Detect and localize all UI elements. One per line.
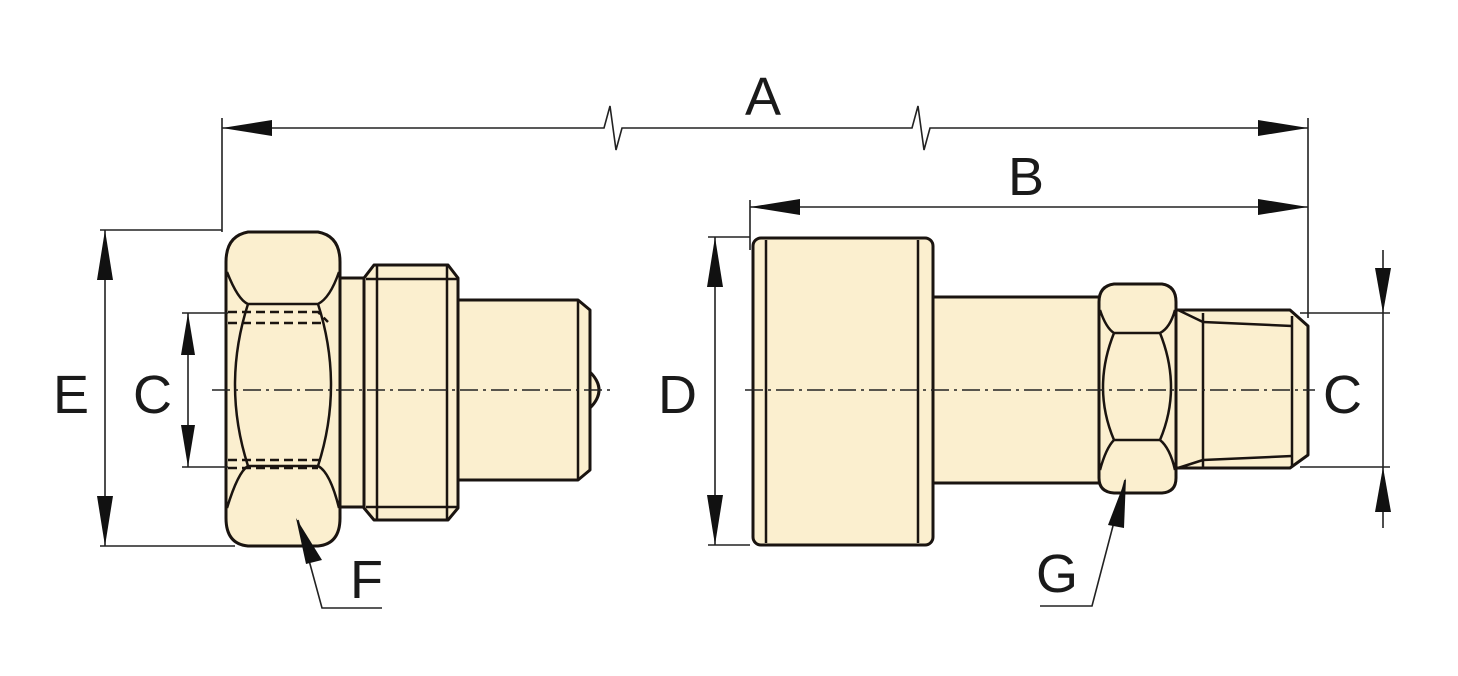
left-neck <box>336 276 368 509</box>
right-body <box>751 236 935 547</box>
leader-G <box>1040 478 1126 607</box>
label-B: B <box>1008 147 1044 207</box>
label-E: E <box>53 365 89 425</box>
label-F: F <box>350 550 383 610</box>
right-hex-nut <box>1097 282 1178 495</box>
left-coupling-part <box>224 230 601 548</box>
left-hex-nut <box>224 230 342 548</box>
dimension-B <box>749 199 1308 250</box>
dimension-E <box>97 229 235 547</box>
right-tapered-thread <box>1174 308 1310 470</box>
label-C-left: C <box>133 365 172 425</box>
leader-F <box>296 518 382 609</box>
dimension-C-left <box>181 312 228 468</box>
dimension-D <box>707 236 750 546</box>
label-G: G <box>1036 544 1078 604</box>
right-coupling-part <box>751 236 1310 547</box>
label-C-right: C <box>1323 365 1362 425</box>
dimension-C-right <box>1300 250 1391 528</box>
dimension-A <box>221 105 1309 318</box>
label-D: D <box>658 365 697 425</box>
label-A: A <box>745 67 781 127</box>
